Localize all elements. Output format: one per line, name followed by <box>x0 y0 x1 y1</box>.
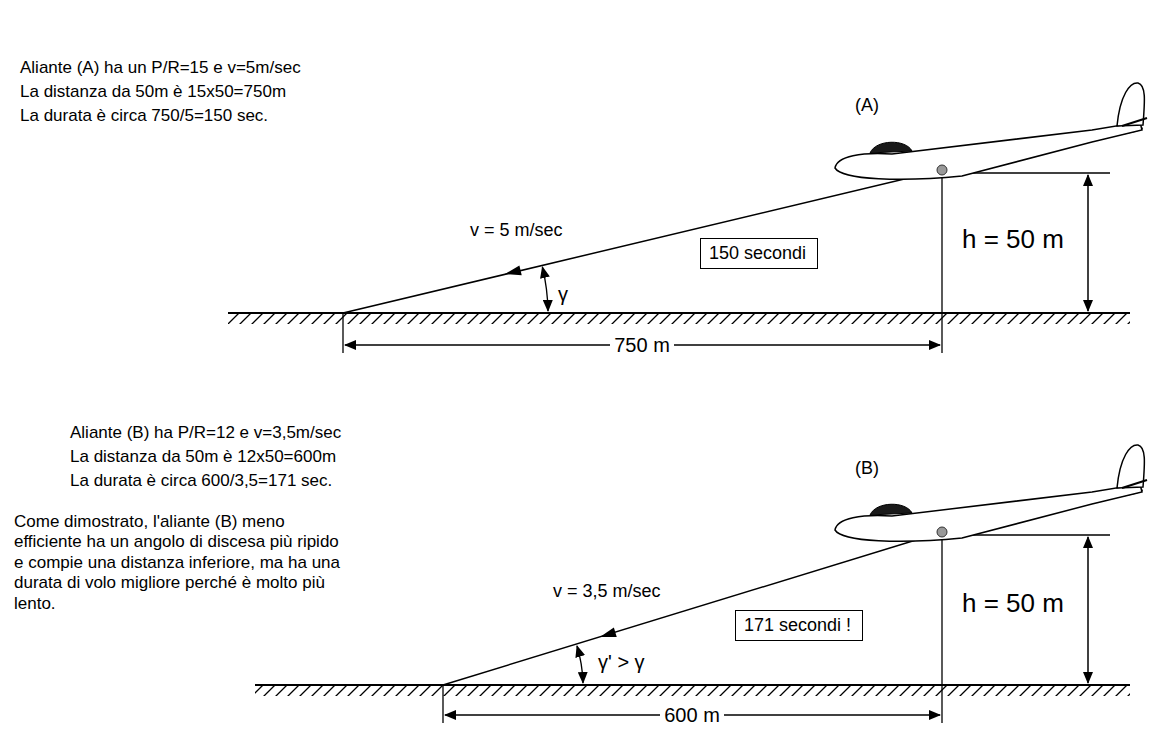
dimension-tick <box>342 313 343 353</box>
glider-label: (A) <box>855 95 879 117</box>
glider <box>835 445 1147 541</box>
height-label: h = 50 m <box>962 588 1064 619</box>
note-text: Aliante (B) ha P/R=12 e v=3,5m/sec <box>70 423 341 443</box>
note-text: La durata è circa 600/3,5=171 sec. <box>70 471 332 491</box>
glider-label: (B) <box>855 458 879 480</box>
velocity-arrow <box>504 265 522 278</box>
distance-label: 600 m <box>660 703 724 727</box>
time-text: 171 secondi ! <box>744 614 854 637</box>
time-box: 150 secondi <box>700 238 818 269</box>
ground <box>255 685 1130 696</box>
glide-path <box>343 170 942 313</box>
dimension-tick <box>442 685 443 723</box>
velocity-arrow <box>599 628 617 642</box>
height-dimension <box>1087 175 1089 311</box>
height-dimension <box>1087 537 1089 683</box>
ground <box>228 313 1130 324</box>
distance-label: 750 m <box>610 333 674 357</box>
angle-label: γ' > γ <box>598 650 645 674</box>
velocity-label: v = 5 m/sec <box>470 220 563 242</box>
note-text: La distanza da 50m è 12x50=600m <box>70 447 336 467</box>
velocity-label: v = 3,5 m/sec <box>553 581 661 603</box>
height-line <box>941 170 942 353</box>
angle-arc <box>542 267 548 311</box>
note-text: La durata è circa 750/5=150 sec. <box>20 106 268 126</box>
time-box: 171 secondi ! <box>735 610 863 641</box>
glider <box>835 83 1147 179</box>
glide-path <box>443 532 942 685</box>
height-label: h = 50 m <box>962 224 1064 255</box>
angle-label: γ <box>558 282 568 306</box>
note-text: La distanza da 50m è 15x50=750m <box>20 82 286 102</box>
angle-arc <box>577 646 583 683</box>
conclusion-text: Come dimostrato, l'aliante (B) meno effi… <box>14 512 349 614</box>
note-text: Aliante (A) ha un P/R=15 e v=5m/sec <box>20 58 301 78</box>
height-line <box>941 532 942 723</box>
time-text: 150 secondi <box>709 242 809 265</box>
